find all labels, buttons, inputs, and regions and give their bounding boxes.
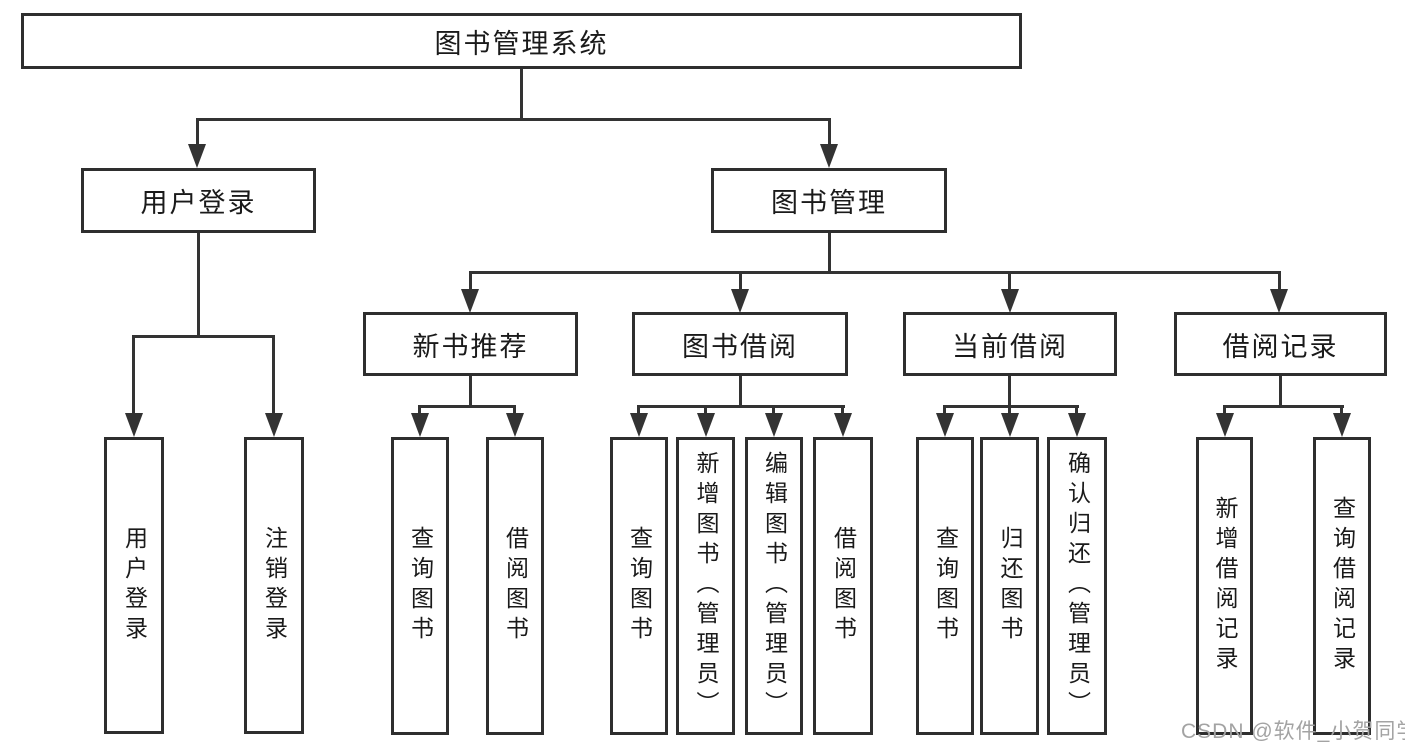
node-new-book-recommend: 新书推荐 [363, 312, 578, 376]
leaf-search-books-recommend-label: 查询图书 [407, 526, 434, 646]
leaf-search-books-recommend: 查询图书 [391, 437, 449, 735]
connector-stub [132, 335, 135, 417]
leaf-borrow-books: 借阅图书 [813, 437, 873, 735]
node-current-borrowing: 当前借阅 [903, 312, 1117, 376]
connector-root-hbar [196, 118, 831, 121]
leaf-return-books-label: 归还图书 [997, 526, 1023, 646]
connector-hbar [637, 405, 845, 408]
connector-stub [1340, 405, 1343, 417]
connector-root-stem [520, 68, 523, 119]
connector-stub [1278, 271, 1281, 292]
arrow-down-icon [697, 413, 715, 437]
leaf-add-books-admin-label: 新增图书（管理员） [693, 451, 719, 721]
connector-stub [841, 405, 844, 417]
connector-stub [469, 271, 472, 292]
connector-stem [828, 233, 831, 273]
connector-stem [1279, 376, 1282, 407]
connector-stem [469, 376, 472, 407]
connector-stub [943, 405, 946, 417]
arrow-down-icon [820, 144, 838, 168]
leaf-logout-label: 注销登录 [261, 525, 288, 646]
connector-hbar [469, 271, 1281, 274]
leaf-confirm-return-admin: 确认归还（管理员） [1047, 437, 1107, 735]
leaf-add-borrow-record: 新增借阅记录 [1196, 437, 1253, 735]
connector-stub [1008, 271, 1011, 292]
connector-stub [1075, 405, 1078, 417]
node-borrowing-records: 借阅记录 [1174, 312, 1387, 376]
arrow-down-icon [1216, 413, 1234, 437]
arrow-down-icon [411, 413, 429, 437]
connector-stub [704, 405, 707, 417]
arrow-down-icon [765, 413, 783, 437]
leaf-add-books-admin: 新增图书（管理员） [676, 437, 735, 735]
connector-stub [1008, 405, 1011, 417]
arrow-down-icon [265, 413, 283, 437]
leaf-add-borrow-record-label: 新增借阅记录 [1212, 496, 1238, 676]
arrow-down-icon [461, 289, 479, 313]
leaf-edit-books-admin: 编辑图书（管理员） [745, 437, 803, 735]
leaf-borrow-books-recommend-label: 借阅图书 [502, 526, 529, 646]
connector-hbar [943, 405, 1079, 408]
connector-stub [1223, 405, 1226, 417]
arrow-down-icon [630, 413, 648, 437]
leaf-user-login: 用户登录 [104, 437, 164, 734]
arrow-down-icon [834, 413, 852, 437]
leaf-user-login-label: 用户登录 [121, 525, 148, 646]
leaf-confirm-return-admin-label: 确认归还（管理员） [1064, 451, 1091, 721]
arrow-down-icon [125, 413, 143, 437]
csdn-watermark: CSDN @软件_小贺同学 [1181, 720, 1405, 743]
node-book-management-label: 图书管理 [771, 188, 887, 218]
leaf-search-borrow-record-label: 查询借阅记录 [1329, 496, 1356, 676]
node-borrowing-records-label: 借阅记录 [1222, 331, 1339, 362]
connector-stub [739, 271, 742, 292]
node-user-login-label: 用户登录 [140, 188, 257, 218]
arrow-down-icon [1001, 289, 1019, 313]
leaf-search-borrow-record: 查询借阅记录 [1313, 437, 1371, 735]
leaf-logout: 注销登录 [244, 437, 304, 734]
connector-stub [828, 118, 831, 148]
connector-stub [772, 405, 775, 417]
connector-hbar [418, 405, 516, 408]
node-book-borrowing: 图书借阅 [632, 312, 848, 376]
node-root-label: 图书管理系统 [434, 28, 609, 59]
leaf-search-books-borrow: 查询图书 [610, 437, 668, 735]
leaf-search-books-current-label: 查询图书 [932, 526, 959, 646]
leaf-search-books-current: 查询图书 [916, 437, 974, 735]
connector-stub [272, 335, 275, 417]
node-new-book-recommend-label: 新书推荐 [412, 331, 529, 362]
connector-stub [418, 405, 421, 417]
node-book-management: 图书管理 [711, 168, 947, 233]
arrow-down-icon [1001, 413, 1019, 437]
arrow-down-icon [731, 289, 749, 313]
connector-hbar [1223, 405, 1344, 408]
connector-stub [637, 405, 640, 417]
connector-stem [739, 376, 742, 407]
connector-stem [197, 233, 200, 338]
connector-stem [1008, 376, 1011, 407]
arrow-down-icon [1068, 413, 1086, 437]
leaf-edit-books-admin-label: 编辑图书（管理员） [761, 451, 788, 721]
leaf-borrow-books-recommend: 借阅图书 [486, 437, 544, 735]
leaf-search-books-borrow-label: 查询图书 [626, 526, 653, 646]
leaf-borrow-books-label: 借阅图书 [830, 526, 857, 646]
node-book-borrowing-label: 图书借阅 [682, 331, 798, 362]
leaf-return-books: 归还图书 [980, 437, 1039, 735]
arrow-down-icon [1333, 413, 1351, 437]
connector-hbar [132, 335, 275, 338]
node-current-borrowing-label: 当前借阅 [952, 331, 1068, 362]
node-user-login: 用户登录 [81, 168, 316, 233]
connector-stub [513, 405, 516, 417]
arrow-down-icon [1270, 289, 1288, 313]
connector-stub [196, 118, 199, 148]
arrow-down-icon [188, 144, 206, 168]
node-root: 图书管理系统 [21, 13, 1022, 69]
arrow-down-icon [936, 413, 954, 437]
arrow-down-icon [506, 413, 524, 437]
